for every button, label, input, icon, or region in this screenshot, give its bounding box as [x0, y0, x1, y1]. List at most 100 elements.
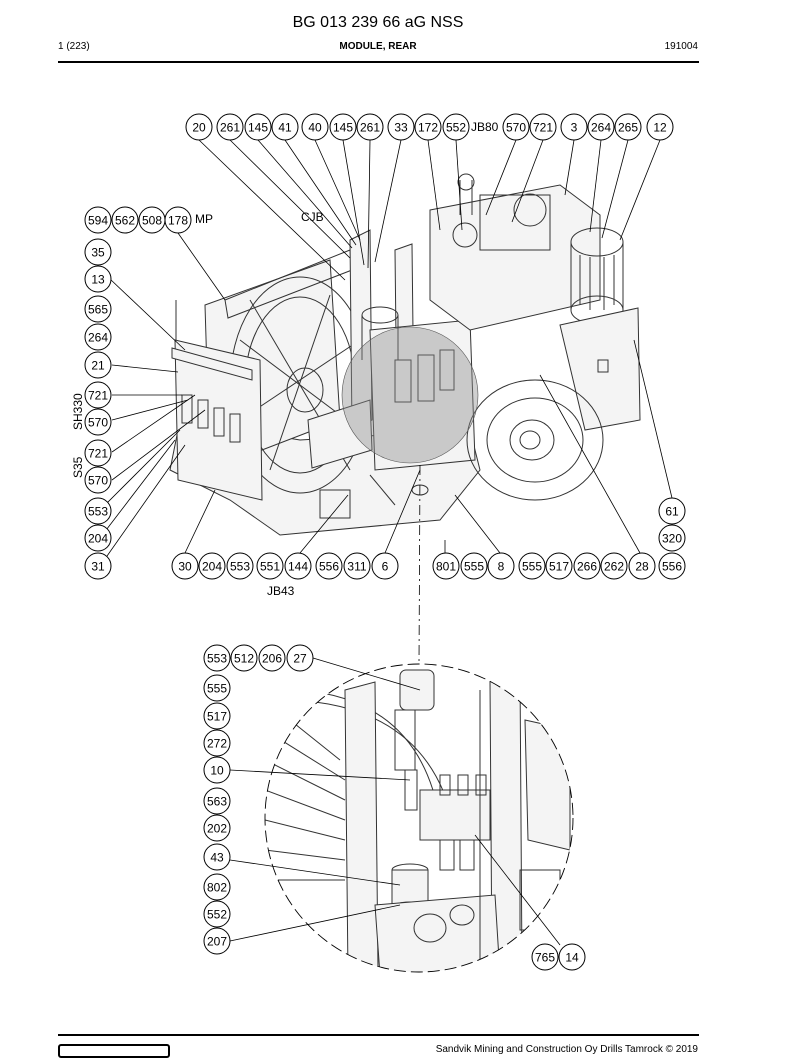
callout-number: 178 [168, 214, 188, 228]
callout-721: 721 [84, 381, 112, 409]
callout-number: 30 [178, 560, 192, 574]
callout-circle [301, 113, 329, 141]
callout-circle [84, 323, 112, 351]
callout-circle [658, 497, 686, 525]
label-jb43: JB43 [267, 584, 295, 598]
callout-number: 31 [91, 560, 105, 574]
callout-202: 202 [203, 814, 231, 842]
leader-lines [99, 139, 673, 946]
callout-circle [226, 552, 254, 580]
callout-262: 262 [600, 552, 628, 580]
callout-circle [460, 552, 488, 580]
callout-circle [244, 113, 272, 141]
callout-circle [531, 943, 559, 971]
callout-6: 6 [371, 552, 399, 580]
callout-508: 508 [138, 206, 166, 234]
callout-206: 206 [258, 644, 286, 672]
callout-circle [171, 552, 199, 580]
callout-number: 172 [418, 121, 438, 135]
callout-circle [502, 113, 530, 141]
label-cjb: CJB [301, 210, 324, 224]
document-title: BG 013 239 66 aG NSS [292, 14, 464, 31]
label-mp: MP [195, 212, 213, 226]
callout-265: 265 [614, 113, 642, 141]
callout-number: 311 [347, 560, 366, 574]
callout-number: 6 [382, 560, 389, 574]
label-jb80: JB80 [471, 120, 499, 134]
callout-14: 14 [558, 943, 586, 971]
callout-circle [230, 644, 258, 672]
callout-number: 264 [88, 331, 108, 345]
callout-594: 594 [84, 206, 112, 234]
callout-517: 517 [203, 702, 231, 730]
callout-555: 555 [518, 552, 546, 580]
callout-circle [286, 644, 314, 672]
callout-circle [84, 466, 112, 494]
callout-802: 802 [203, 873, 231, 901]
callout-number: 556 [662, 560, 682, 574]
callout-circle [84, 206, 112, 234]
callout-556: 556 [315, 552, 343, 580]
callout-30: 30 [171, 552, 199, 580]
callout-number: 144 [288, 560, 308, 574]
callout-number: 3 [571, 121, 578, 135]
callout-circle [203, 787, 231, 815]
callout-number: 40 [308, 121, 322, 135]
callout-circle [111, 206, 139, 234]
callout-178: 178 [164, 206, 192, 234]
callout-563: 563 [203, 787, 231, 815]
callout-number: 264 [591, 121, 611, 135]
callout-number: 570 [88, 416, 108, 430]
detail-view-outline [264, 663, 574, 973]
callout-570: 570 [84, 408, 112, 436]
callout-circle [84, 497, 112, 525]
callout-number: 8 [498, 560, 505, 574]
callout-570: 570 [84, 466, 112, 494]
callout-261: 261 [356, 113, 384, 141]
callout-circle [518, 552, 546, 580]
callout-circle [203, 900, 231, 928]
callout-553: 553 [84, 497, 112, 525]
callout-number: 21 [91, 359, 105, 373]
callout-553: 553 [226, 552, 254, 580]
callout-145: 145 [329, 113, 357, 141]
label-sh330: SH330 [71, 393, 85, 430]
callout-28: 28 [628, 552, 656, 580]
callout-41: 41 [271, 113, 299, 141]
callout-number: 721 [88, 389, 108, 403]
callout-12: 12 [646, 113, 674, 141]
callout-circle [560, 113, 588, 141]
callout-number: 261 [360, 121, 380, 135]
header-divider [58, 61, 699, 63]
callout-number: 204 [88, 532, 108, 546]
callout-number: 801 [436, 560, 456, 574]
callout-circle [185, 113, 213, 141]
callout-circle [203, 702, 231, 730]
callout-circle [84, 265, 112, 293]
callout-circle [487, 552, 515, 580]
callout-circle [84, 408, 112, 436]
callout-circle [356, 113, 384, 141]
callout-number: 202 [207, 822, 227, 836]
callout-512: 512 [230, 644, 258, 672]
callout-172: 172 [414, 113, 442, 141]
callout-266: 266 [573, 552, 601, 580]
callout-number: 517 [207, 710, 227, 724]
callout-43: 43 [203, 843, 231, 871]
callout-number: 570 [88, 474, 108, 488]
callout-number: 265 [618, 121, 638, 135]
callout-number: 266 [577, 560, 597, 574]
document-date: 191004 [664, 41, 698, 52]
callout-number: 61 [665, 505, 679, 519]
callout-number: 555 [464, 560, 484, 574]
callout-number: 555 [207, 682, 227, 696]
callout-number: 555 [522, 560, 542, 574]
footer-copyright: Sandvik Mining and Construction Oy Drill… [435, 1044, 698, 1055]
callout-number: 802 [207, 881, 227, 895]
callout-61: 61 [658, 497, 686, 525]
callout-circle [442, 113, 470, 141]
callout-27: 27 [286, 644, 314, 672]
callout-272: 272 [203, 729, 231, 757]
callout-number: 563 [207, 795, 227, 809]
